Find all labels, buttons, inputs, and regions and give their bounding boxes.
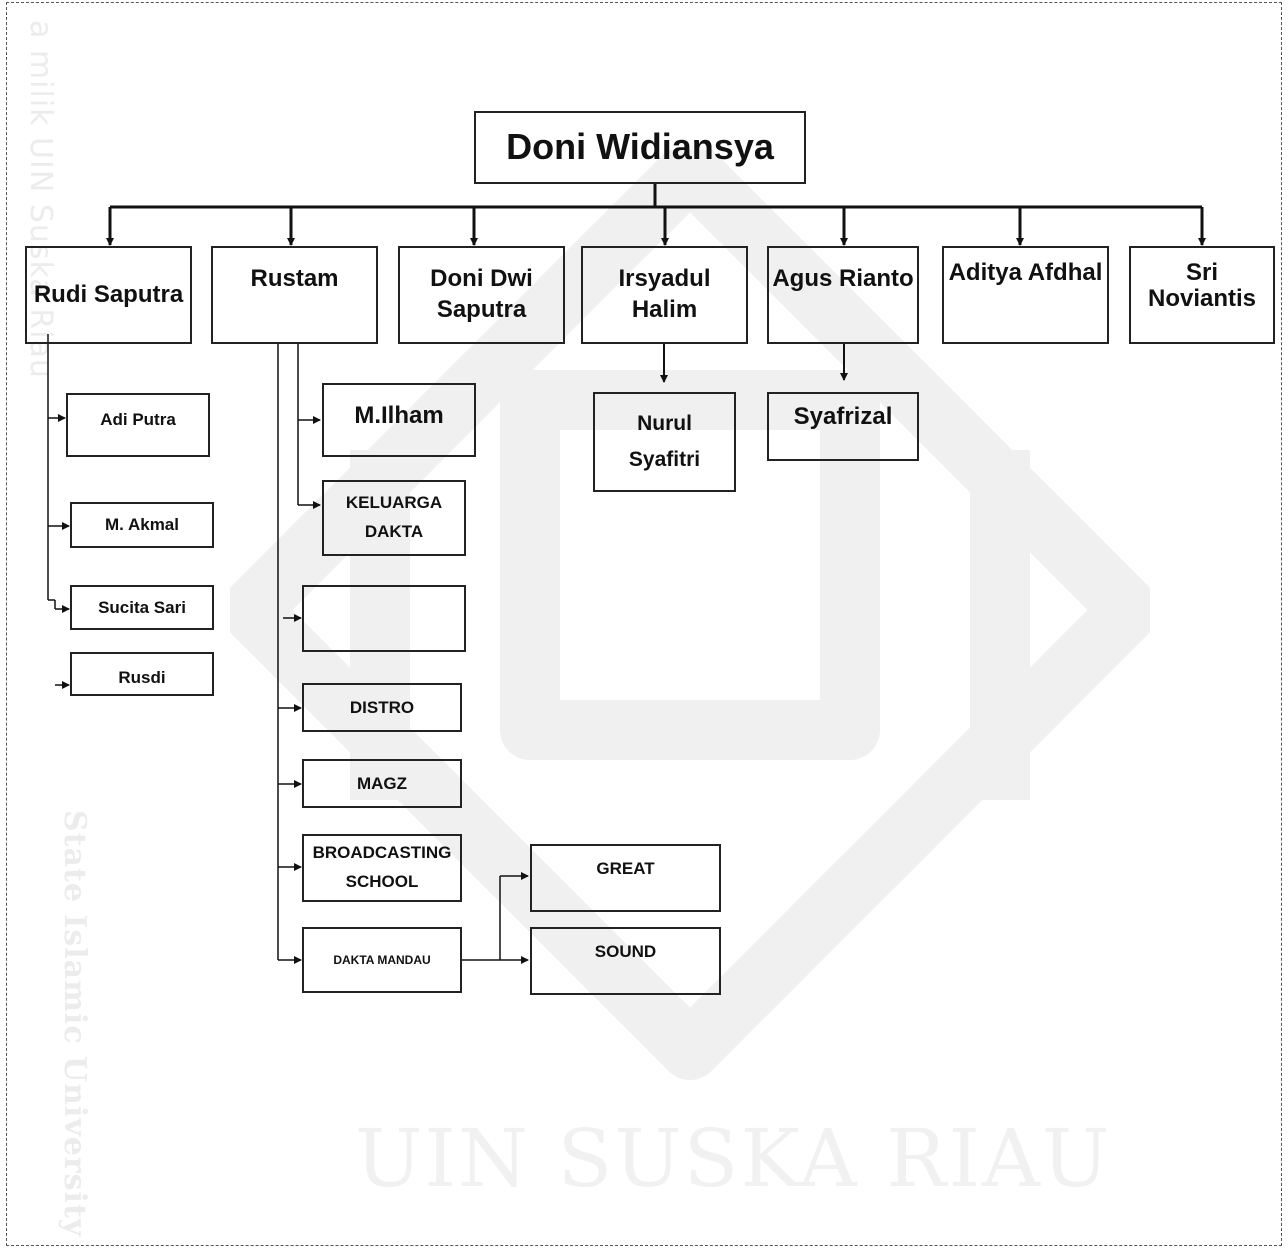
level1-node-label: Agus Rianto bbox=[772, 265, 914, 292]
child-node-box: Syafrizal bbox=[767, 392, 919, 461]
level1-node-box: Agus Rianto bbox=[767, 246, 919, 344]
child-node-label: M.Ilham bbox=[354, 402, 444, 429]
child-node-label: MAGZ bbox=[356, 773, 408, 793]
root-node-box: Doni Widiansya bbox=[474, 111, 806, 184]
child-node-label: BROADCASTING SCHOOL bbox=[312, 843, 452, 891]
child-node-label: GREAT bbox=[596, 859, 655, 878]
child-node-label: KELUARGA DAKTA bbox=[345, 493, 443, 541]
child-node-box: GREAT bbox=[530, 844, 721, 912]
child-node-label: Rusdi bbox=[118, 668, 166, 687]
child-node-box: SOUND bbox=[530, 927, 721, 995]
child-node-box: Sucita Sari bbox=[70, 585, 214, 630]
page-frame bbox=[6, 2, 1282, 1246]
child-node-box: M. Akmal bbox=[70, 502, 214, 548]
level1-node-label: Irsyadul Halim bbox=[618, 265, 711, 323]
level1-node-label: Rustam bbox=[250, 265, 339, 292]
level1-node-label: Rudi Saputra bbox=[33, 280, 184, 308]
level1-node-box: Rustam bbox=[211, 246, 378, 344]
root-node-label: Doni Widiansya bbox=[506, 126, 774, 168]
child-node-label: DAKTA MANDAU FIRSTSERVICE bbox=[333, 953, 431, 967]
child-node-label: Adi Putra bbox=[100, 410, 176, 429]
child-node-box: KELUARGA DAKTA bbox=[322, 480, 466, 556]
level1-node-box: Doni Dwi Saputra bbox=[398, 246, 565, 344]
level1-node-box: Aditya Afdhal bbox=[942, 246, 1109, 344]
child-node-box: Nurul Syafitri bbox=[593, 392, 736, 492]
child-node-label: Sucita Sari bbox=[98, 597, 186, 617]
empty-node-box bbox=[302, 585, 466, 652]
child-node-box: Rusdi bbox=[70, 652, 214, 696]
child-node-label: Nurul Syafitri bbox=[628, 412, 701, 471]
child-node-box: MAGZ bbox=[302, 759, 462, 808]
child-node-label: Syafrizal bbox=[793, 403, 893, 430]
level1-node-box: Irsyadul Halim bbox=[581, 246, 748, 344]
level1-node-box: Rudi Saputra bbox=[25, 246, 192, 344]
child-node-box: BROADCASTING SCHOOL bbox=[302, 834, 462, 902]
child-node-box: Adi Putra bbox=[66, 393, 210, 457]
child-node-label: M. Akmal bbox=[104, 515, 179, 535]
level1-node-label: Doni Dwi Saputra bbox=[430, 265, 533, 323]
level1-node-label: Sri Noviantis bbox=[1147, 259, 1257, 313]
level1-node-label: Aditya Afdhal bbox=[948, 259, 1103, 286]
child-node-label: SOUND bbox=[594, 942, 657, 961]
child-node-label: DISTRO bbox=[349, 697, 415, 717]
level1-node-box: Sri Noviantis bbox=[1129, 246, 1275, 344]
child-node-box: DAKTA MANDAU FIRSTSERVICE bbox=[302, 927, 462, 993]
child-node-box: DISTRO bbox=[302, 683, 462, 732]
child-node-box: M.Ilham bbox=[322, 383, 476, 457]
